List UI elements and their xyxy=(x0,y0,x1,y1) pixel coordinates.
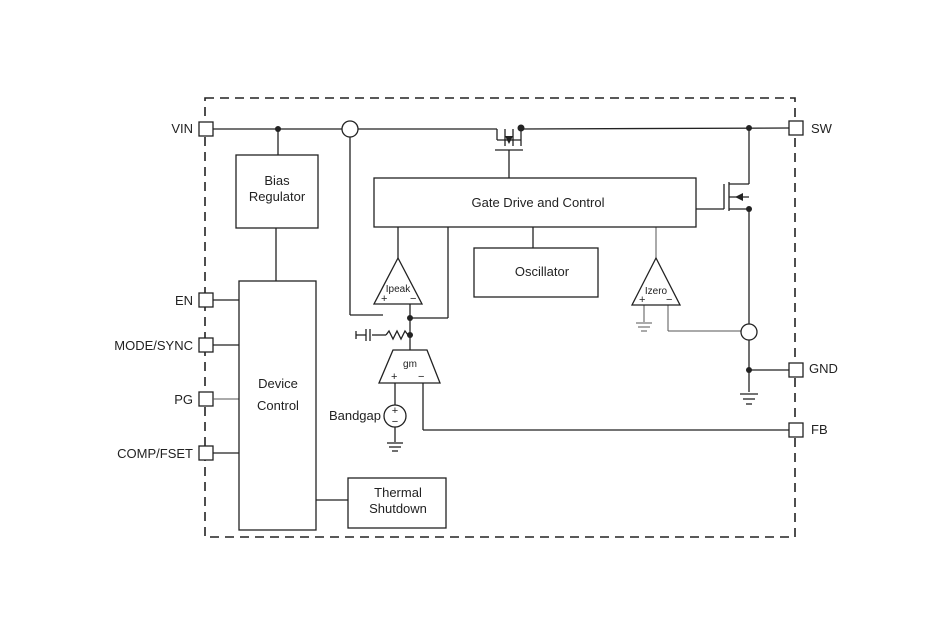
pin-vin-label: VIN xyxy=(171,121,193,136)
pin-sw: SW xyxy=(788,120,833,136)
bandgap-minus-sign: − xyxy=(392,416,398,428)
ipeak-comparator: Ipeak + − xyxy=(372,256,424,305)
thermal-shutdown-label-line2: Shutdown xyxy=(369,501,427,516)
bias-regulator-label-line2: Regulator xyxy=(249,189,306,204)
pin-pg-label: PG xyxy=(174,392,193,407)
bias-regulator-block: Bias Regulator xyxy=(235,154,319,229)
ipeak-plus-sign: + xyxy=(381,293,387,305)
pin-gnd-label: GND xyxy=(809,361,838,376)
oscillator-block: Oscillator xyxy=(473,247,599,298)
ipeak-minus-sign: − xyxy=(410,293,416,305)
pin-vin: VIN xyxy=(171,121,214,137)
ic-boundary xyxy=(204,97,796,538)
pin-mode-sync-label: MODE/SYNC xyxy=(114,338,193,353)
device-control-label-line2: Control xyxy=(257,398,299,413)
wiring xyxy=(213,124,790,501)
ls-current-sense xyxy=(740,323,758,341)
izero-comparator: Izero + − xyxy=(630,256,682,306)
pin-fb: FB xyxy=(788,422,828,438)
bandgap-plus-sign: + xyxy=(392,405,398,417)
pin-fb-label: FB xyxy=(811,422,828,437)
device-control-label-line1: Device xyxy=(258,376,298,391)
pin-comp-fset: COMP/FSET xyxy=(117,445,214,461)
bandgap-label: Bandgap xyxy=(329,408,381,423)
pin-pg: PG xyxy=(174,391,214,407)
low-side-mosfet xyxy=(723,182,749,211)
pin-gnd: GND xyxy=(788,361,838,378)
pin-comp-fset-label: COMP/FSET xyxy=(117,446,193,461)
bandgap-source: + − Bandgap xyxy=(329,404,407,428)
gate-drive-block: Gate Drive and Control xyxy=(373,177,697,228)
device-control-block: Device Control xyxy=(238,280,317,531)
pin-en-label: EN xyxy=(175,293,193,308)
thermal-shutdown-label-line1: Thermal xyxy=(374,485,422,500)
gate-drive-label: Gate Drive and Control xyxy=(472,195,605,210)
pin-mode-sync: MODE/SYNC xyxy=(114,337,214,353)
gm-minus-sign: − xyxy=(418,371,424,383)
oscillator-label: Oscillator xyxy=(515,264,570,279)
izero-plus-sign: + xyxy=(639,294,645,306)
vin-current-sense xyxy=(341,120,359,138)
gm-plus-sign: + xyxy=(391,371,397,383)
ipeak-label: Ipeak xyxy=(386,284,411,295)
gm-amplifier: gm + − xyxy=(378,349,441,384)
bias-regulator-label-line1: Bias xyxy=(264,173,290,188)
pin-sw-label: SW xyxy=(811,121,833,136)
gm-label: gm xyxy=(403,359,417,370)
high-side-mosfet xyxy=(495,129,523,178)
pin-en: EN xyxy=(175,292,214,308)
izero-minus-sign: − xyxy=(666,294,672,306)
izero-label: Izero xyxy=(645,286,668,297)
thermal-shutdown-block: Thermal Shutdown xyxy=(347,477,447,529)
